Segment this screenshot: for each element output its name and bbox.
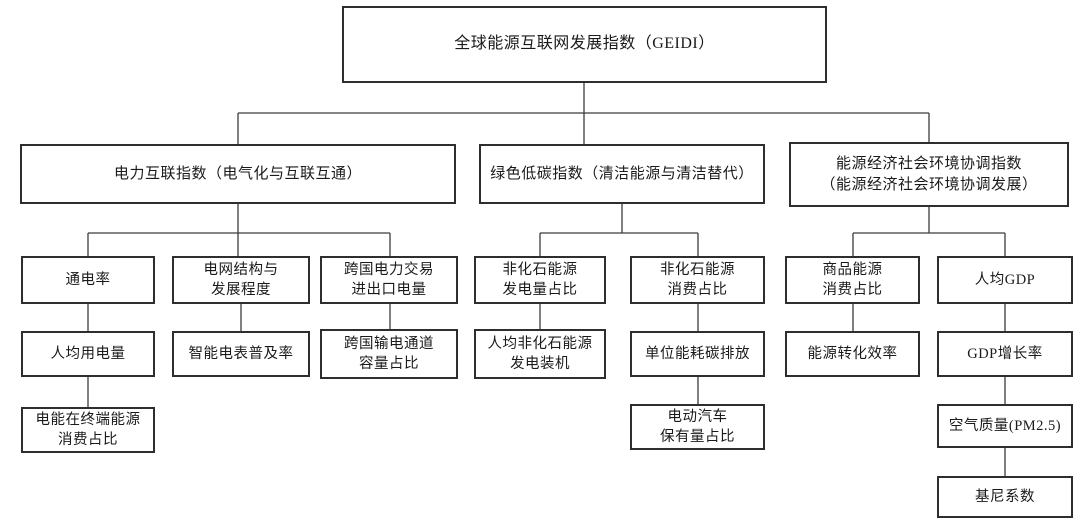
node-carbon-emission-per-energy: 单位能耗碳排放 xyxy=(630,331,765,377)
node-ev-ownership-share: 电动汽车 保有量占比 xyxy=(630,404,765,450)
node-electrification-rate: 通电率 xyxy=(21,256,155,304)
node-per-capita-electricity-consumption: 人均用电量 xyxy=(21,331,155,377)
node-geidi-root: 全球能源互联网发展指数（GEIDI） xyxy=(342,6,827,83)
node-non-fossil-generation-share: 非化石能源 发电量占比 xyxy=(474,256,606,304)
node-gdp-growth-rate: GDP增长率 xyxy=(937,331,1073,377)
node-non-fossil-consumption-share: 非化石能源 消费占比 xyxy=(630,256,765,304)
node-electricity-share-in-final-energy: 电能在终端能源 消费占比 xyxy=(21,407,155,453)
node-commercial-energy-consumption-share: 商品能源 消费占比 xyxy=(785,256,920,304)
node-energy-conversion-efficiency: 能源转化效率 xyxy=(785,331,920,377)
node-energy-economy-society-environment-index: 能源经济社会环境协调指数 （能源经济社会环境协调发展） xyxy=(789,142,1069,207)
node-smart-meter-penetration: 智能电表普及率 xyxy=(172,331,310,377)
node-per-capita-non-fossil-capacity: 人均非化石能源 发电装机 xyxy=(474,329,606,379)
node-power-interconnection-index: 电力互联指数（电气化与互联互通） xyxy=(20,144,456,204)
node-cross-border-power-trade: 跨国电力交易 进出口电量 xyxy=(320,256,458,304)
node-cross-border-transmission-capacity-share: 跨国输电通道 容量占比 xyxy=(320,329,458,379)
node-gini-coefficient: 基尼系数 xyxy=(937,476,1073,518)
node-air-quality-pm25: 空气质量(PM2.5) xyxy=(937,404,1073,448)
node-per-capita-gdp: 人均GDP xyxy=(937,256,1073,304)
node-grid-structure-development: 电网结构与 发展程度 xyxy=(172,256,310,304)
node-green-low-carbon-index: 绿色低碳指数（清洁能源与清洁替代） xyxy=(479,144,765,204)
